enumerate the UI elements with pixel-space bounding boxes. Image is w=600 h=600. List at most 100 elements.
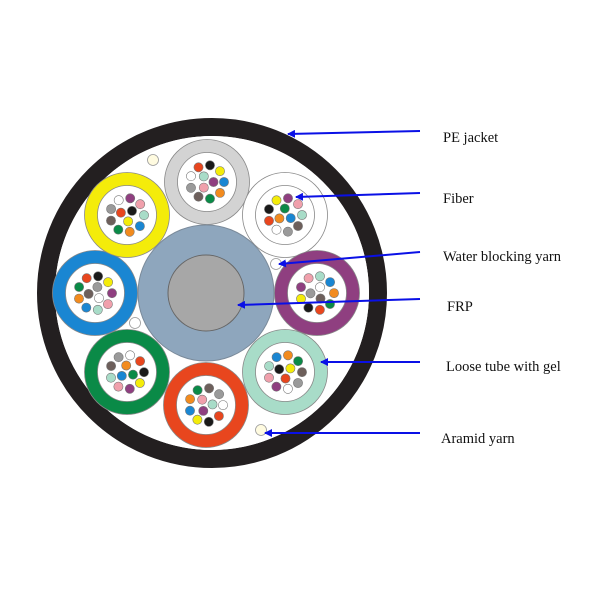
fiber xyxy=(83,288,94,299)
tube-wall xyxy=(84,329,170,415)
fiber xyxy=(116,207,126,218)
fiber xyxy=(325,277,335,287)
fiber xyxy=(107,288,117,299)
frp-core xyxy=(167,254,245,332)
fiber xyxy=(192,414,203,425)
fiber xyxy=(271,352,282,363)
fiber xyxy=(186,171,196,182)
arrow-frp xyxy=(237,298,421,309)
fiber xyxy=(106,372,116,383)
fiber xyxy=(218,400,228,410)
fiber xyxy=(283,350,293,361)
loose-tube xyxy=(163,362,249,448)
tube-wall xyxy=(164,139,250,225)
fiber xyxy=(305,288,316,299)
label-pe-jacket: PE jacket xyxy=(443,130,499,146)
fiber xyxy=(193,162,204,173)
fiber xyxy=(285,213,296,223)
label-fiber: Fiber xyxy=(443,191,474,207)
fiber xyxy=(280,373,291,384)
fiber xyxy=(296,282,306,292)
fiber xyxy=(293,221,303,231)
fiber xyxy=(214,389,224,400)
fiber xyxy=(125,193,136,204)
fiber xyxy=(193,191,204,202)
fiber xyxy=(127,205,137,216)
fiber xyxy=(106,215,116,226)
fiber xyxy=(293,356,303,366)
fiber xyxy=(92,304,103,315)
fiber xyxy=(135,356,145,367)
fiber xyxy=(128,369,138,380)
fiber xyxy=(283,193,293,204)
label-aramid-yarn: Aramid yarn xyxy=(441,431,515,447)
fiber xyxy=(293,378,303,388)
fiber xyxy=(282,226,293,237)
fiber xyxy=(315,282,325,293)
fiber xyxy=(124,383,135,394)
loose-tube xyxy=(242,329,328,415)
tube-wall xyxy=(163,362,249,448)
pe-jacket xyxy=(37,118,387,468)
fiber xyxy=(208,177,219,187)
fiber xyxy=(113,195,124,206)
fiber xyxy=(113,381,124,392)
fiber xyxy=(192,385,203,396)
fiber xyxy=(205,193,215,204)
fiber xyxy=(264,204,274,215)
fiber xyxy=(293,199,303,209)
fiber xyxy=(74,282,84,292)
yarn xyxy=(255,424,267,436)
fiber xyxy=(139,210,149,221)
fiber xyxy=(185,405,195,416)
fiber xyxy=(279,203,290,214)
fiber xyxy=(271,224,282,235)
fiber xyxy=(81,273,92,284)
fiber xyxy=(297,367,307,377)
arrow-pe-jacket xyxy=(287,129,421,138)
fiber xyxy=(203,416,214,427)
fiber xyxy=(285,363,296,374)
tube-wall xyxy=(242,172,328,258)
fiber xyxy=(113,224,124,235)
fiber xyxy=(303,273,314,284)
fiber xyxy=(125,350,136,361)
fiber xyxy=(185,394,195,404)
fiber xyxy=(103,299,113,309)
fiber xyxy=(124,226,135,237)
fiber xyxy=(121,360,132,371)
fiber xyxy=(303,302,314,313)
fiber xyxy=(197,394,208,405)
fiber xyxy=(329,288,339,298)
tube-wall xyxy=(52,250,138,336)
fiber xyxy=(93,271,103,282)
tube-wall xyxy=(274,250,360,336)
fiber xyxy=(213,411,224,421)
arrow-water-blocking-yarn xyxy=(278,251,421,268)
fiber xyxy=(271,195,282,206)
fiber xyxy=(134,221,145,231)
fiber xyxy=(219,177,229,187)
fiber xyxy=(106,204,116,214)
label-frp: FRP xyxy=(447,299,473,315)
fiber xyxy=(314,304,325,315)
loose-tube xyxy=(52,250,138,336)
fiber xyxy=(215,187,225,198)
fiber xyxy=(74,293,84,304)
fiber xyxy=(106,361,116,371)
fiber xyxy=(325,299,335,309)
loose-tube xyxy=(274,250,360,336)
label-loose-tube: Loose tube with gel xyxy=(446,359,561,375)
fiber xyxy=(297,210,307,220)
fiber xyxy=(123,216,134,227)
loose-tube xyxy=(164,139,250,225)
fiber xyxy=(264,215,274,226)
tube-wall xyxy=(84,172,170,258)
fiber xyxy=(207,399,218,410)
fiber xyxy=(81,302,92,313)
loose-tube xyxy=(242,172,328,258)
fiber xyxy=(134,378,145,388)
fiber xyxy=(92,282,103,292)
